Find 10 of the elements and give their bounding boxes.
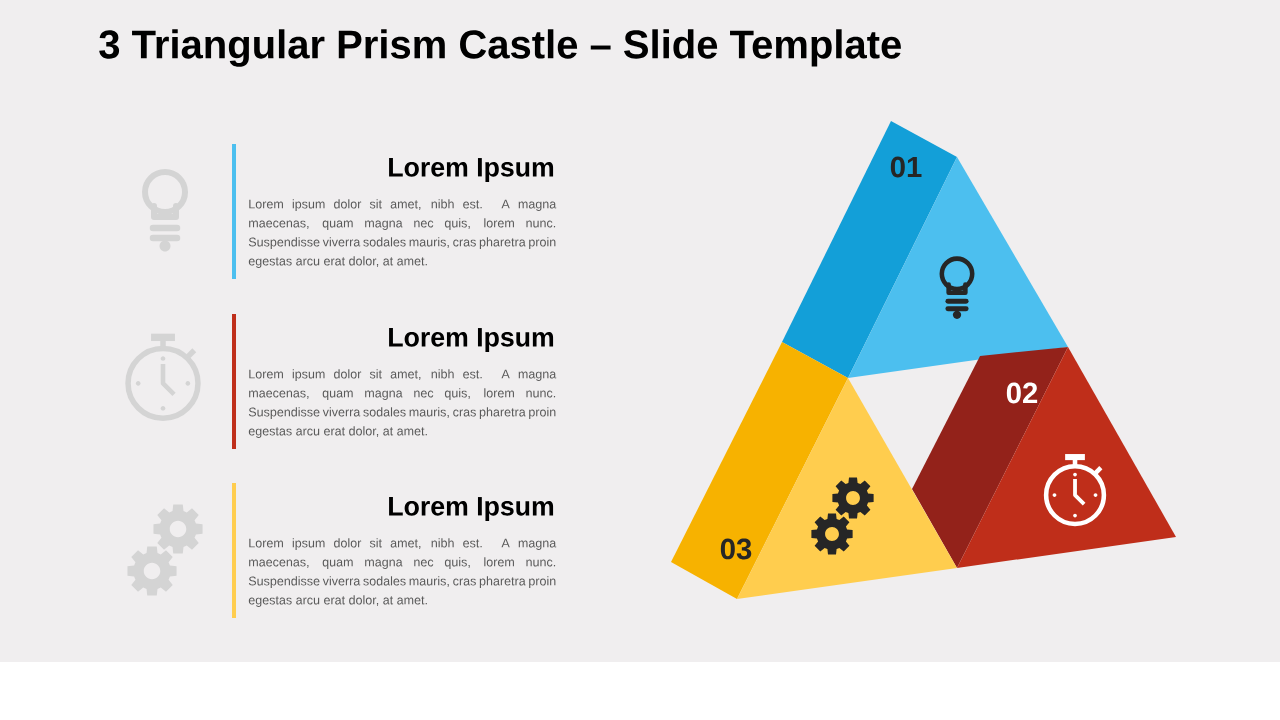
body-text: Lorem ipsum dolor sit amet, nibh est. A magna maecenas, quam magna nec quis, lorem nunc. Suspendisse viverra sodales mauris, cras pharetra proin egestas arcu erat dolor, at amet. xyxy=(248,199,557,268)
slide-title: 3 Triangular Prism Castle – Slide Template xyxy=(99,29,901,67)
section-heading: Lorem Ipsum xyxy=(389,328,554,352)
section-heading: Lorem Ipsum xyxy=(389,158,554,182)
prism: 01 xyxy=(782,121,1068,378)
body-text: Lorem ipsum dolor sit amet, nibh est. A magna maecenas, quam magna nec quis, lorem nunc. Suspendisse viverra sodales mauris, cras pharetra proin egestas arcu erat dolor, at amet. xyxy=(248,538,557,607)
body-text: Lorem ipsum dolor sit amet, nibh est. A magna maecenas, quam magna nec quis, lorem nunc. Suspendisse viverra sodales mauris, cras pharetra proin egestas arcu erat dolor, at amet. xyxy=(248,369,557,438)
prism: 02 xyxy=(912,347,1176,568)
prism: 03 xyxy=(671,342,957,599)
section-heading: Lorem Ipsum xyxy=(389,497,554,521)
